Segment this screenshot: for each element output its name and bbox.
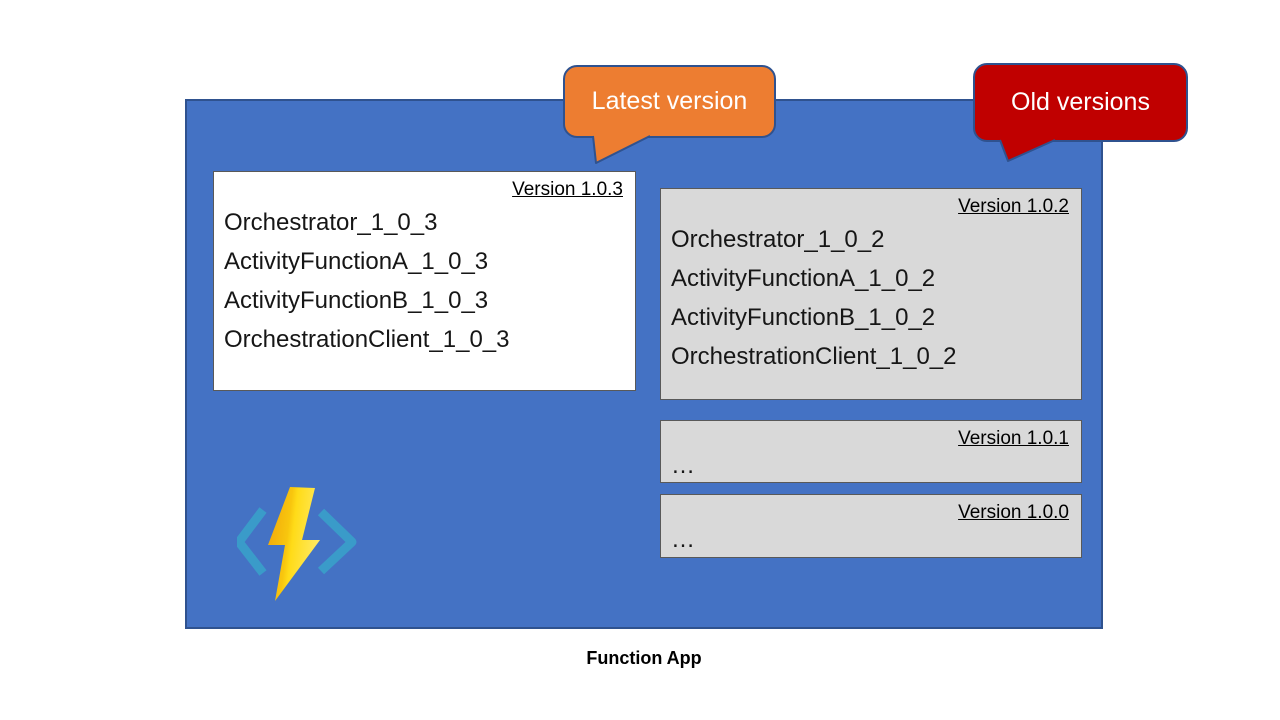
old-callout-tail — [999, 139, 1056, 162]
function-app-caption: Function App — [586, 648, 702, 668]
version-label-1-0-0: Version 1.0.0 — [958, 502, 1069, 523]
function-name: Orchestrator_1_0_3 — [224, 209, 438, 236]
azure-functions-icon — [237, 487, 357, 601]
version-box-1-0-3: Version 1.0.3 Orchestrator_1_0_3 Activit… — [213, 171, 636, 391]
latest-version-callout-label: Latest version — [591, 87, 748, 115]
old-versions-callout: Old versions — [973, 63, 1188, 142]
ellipsis-text: … — [671, 526, 695, 553]
latest-callout-tail — [592, 135, 651, 164]
version-label-1-0-3: Version 1.0.3 — [512, 179, 623, 200]
right-angle-bracket-icon — [317, 508, 357, 575]
latest-version-callout: Latest version — [563, 65, 776, 138]
version-label-1-0-2: Version 1.0.2 — [958, 196, 1069, 217]
version-box-1-0-1: Version 1.0.1 … — [660, 420, 1082, 483]
function-name: OrchestrationClient_1_0_2 — [671, 343, 957, 370]
old-versions-callout-label: Old versions — [1011, 88, 1150, 116]
function-name: ActivityFunctionB_1_0_3 — [224, 287, 489, 314]
lightning-bolt-icon — [268, 487, 320, 601]
version-box-1-0-2: Version 1.0.2 Orchestrator_1_0_2 Activit… — [660, 188, 1082, 400]
ellipsis-text: … — [671, 452, 695, 479]
version-label-1-0-1: Version 1.0.1 — [958, 428, 1069, 449]
function-name: Orchestrator_1_0_2 — [671, 226, 885, 253]
function-name: OrchestrationClient_1_0_3 — [224, 326, 510, 353]
function-name: ActivityFunctionB_1_0_2 — [671, 304, 936, 331]
function-name: ActivityFunctionA_1_0_3 — [224, 248, 489, 275]
version-box-1-0-0: Version 1.0.0 … — [660, 494, 1082, 558]
left-angle-bracket-icon — [237, 507, 267, 576]
function-name: ActivityFunctionA_1_0_2 — [671, 265, 936, 292]
